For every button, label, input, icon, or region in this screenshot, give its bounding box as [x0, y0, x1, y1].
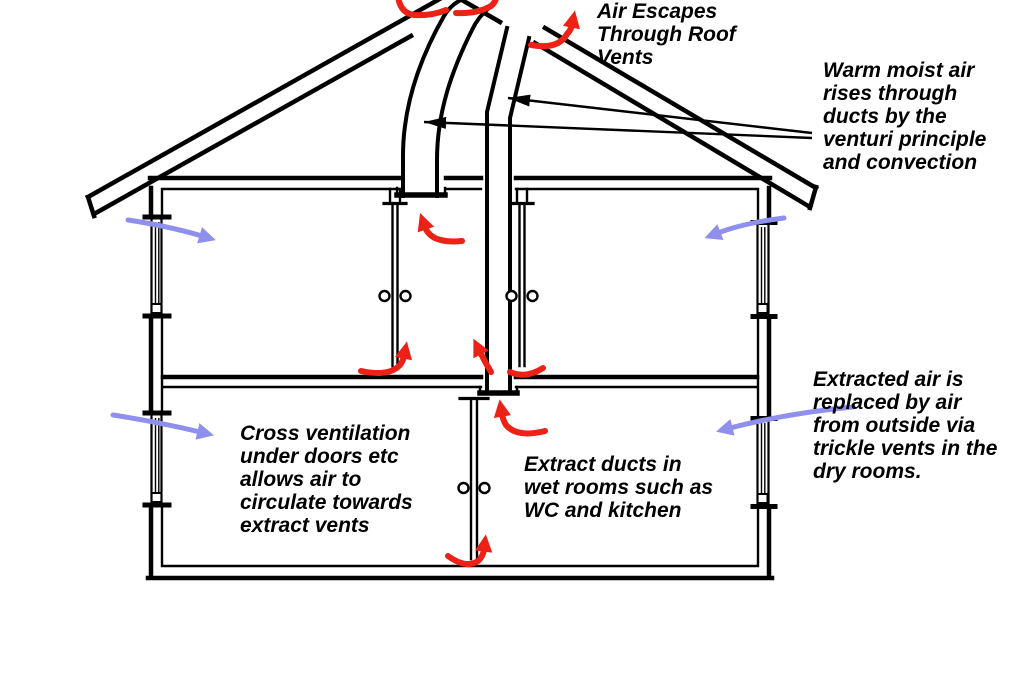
- wetroom-duct-inlet-arrow: [493, 399, 548, 437]
- house-structure: [84, 0, 820, 581]
- landing-duct-inlet-arrow: [417, 213, 465, 245]
- straight-duct: [485, 25, 532, 395]
- cross-ventilation-line: circulate towards: [240, 491, 413, 514]
- cross-ventilation-line: allows air to: [240, 468, 362, 491]
- callout-arrow-straight-duct: [507, 94, 813, 135]
- window-sill-boxes: [150, 303, 769, 504]
- extract-airflow-arrows: [358, 0, 581, 568]
- extracted-air-line: dry rooms.: [813, 460, 922, 483]
- extract-ducts: [394, 0, 532, 396]
- door-handle: [526, 289, 539, 303]
- under-door-left-up-arrow: [358, 341, 413, 376]
- cross-ventilation-line: Cross ventilation: [240, 422, 410, 445]
- warm-air-line: rises through: [823, 82, 957, 105]
- under-door-ground-arrow: [445, 534, 493, 568]
- door-handle: [378, 289, 391, 303]
- door-handle: [505, 289, 518, 303]
- ridge-vent-left-arrow: [395, 0, 449, 19]
- extract-ducts-label: Extract ducts in wet rooms such as WC an…: [524, 453, 713, 522]
- outer-walls: [145, 175, 775, 581]
- duct-openings: [394, 192, 520, 396]
- door-head-ticks: [382, 201, 535, 401]
- labels: Air Escapes Through Roof Vents Warm mois…: [240, 0, 998, 537]
- cross-ventilation-line: under doors etc: [240, 445, 399, 468]
- air-escapes-line: Through Roof: [597, 23, 738, 46]
- air-escapes-line: Vents: [597, 46, 653, 69]
- warm-air-line: Warm moist air: [823, 59, 976, 82]
- door-handle: [457, 481, 470, 495]
- callout-arrows: [423, 94, 813, 140]
- door-handle: [399, 289, 412, 303]
- roof-vent-escape-arrow: [528, 10, 581, 50]
- curved-duct: [401, 0, 492, 198]
- window-frames: [150, 219, 770, 504]
- air-escapes-label: Air Escapes Through Roof Vents: [596, 0, 738, 69]
- warm-air-label: Warm moist air rises through ducts by th…: [823, 59, 987, 174]
- trickle-vent-lower-left-arrow: [110, 412, 215, 440]
- warm-air-line: and convection: [823, 151, 977, 174]
- warm-air-line: venturi principle: [823, 128, 987, 151]
- extract-ducts-line: wet rooms such as: [524, 476, 713, 499]
- ridge-vent-right-arrow: [453, 0, 499, 17]
- warm-air-line: ducts by the: [823, 105, 947, 128]
- inner-wall-lines: [160, 187, 760, 568]
- landing-rise-arrow: [473, 338, 494, 375]
- door-panels: [388, 187, 529, 561]
- air-escapes-line: Air Escapes: [596, 0, 717, 23]
- extract-ducts-line: WC and kitchen: [524, 499, 682, 522]
- duct-opening-ticks: [395, 186, 519, 395]
- trickle-vent-upper-right-arrow: [704, 215, 787, 241]
- extracted-air-line: trickle vents in the: [813, 437, 998, 460]
- cross-ventilation-label: Cross ventilation under doors etc allows…: [240, 422, 413, 537]
- interior-doors: [378, 187, 539, 561]
- trickle-vent-lower-right-arrow: [716, 404, 856, 436]
- window-panes: [154, 222, 766, 495]
- extracted-air-line: Extracted air is: [813, 368, 964, 391]
- fresh-airflow-arrows: [110, 215, 856, 440]
- door-handle: [478, 481, 491, 495]
- extracted-air-label: Extracted air is replaced by air from ou…: [813, 368, 998, 483]
- trickle-vent-upper-left-arrow: [125, 217, 216, 244]
- extract-ducts-line: Extract ducts in: [524, 453, 682, 476]
- under-door-right-flow-arrow: [507, 365, 546, 378]
- extracted-air-line: from outside via: [813, 414, 976, 437]
- callout-arrow-curved-duct: [423, 116, 813, 140]
- extracted-air-line: replaced by air: [813, 391, 963, 414]
- cross-ventilation-line: extract vents: [240, 514, 370, 537]
